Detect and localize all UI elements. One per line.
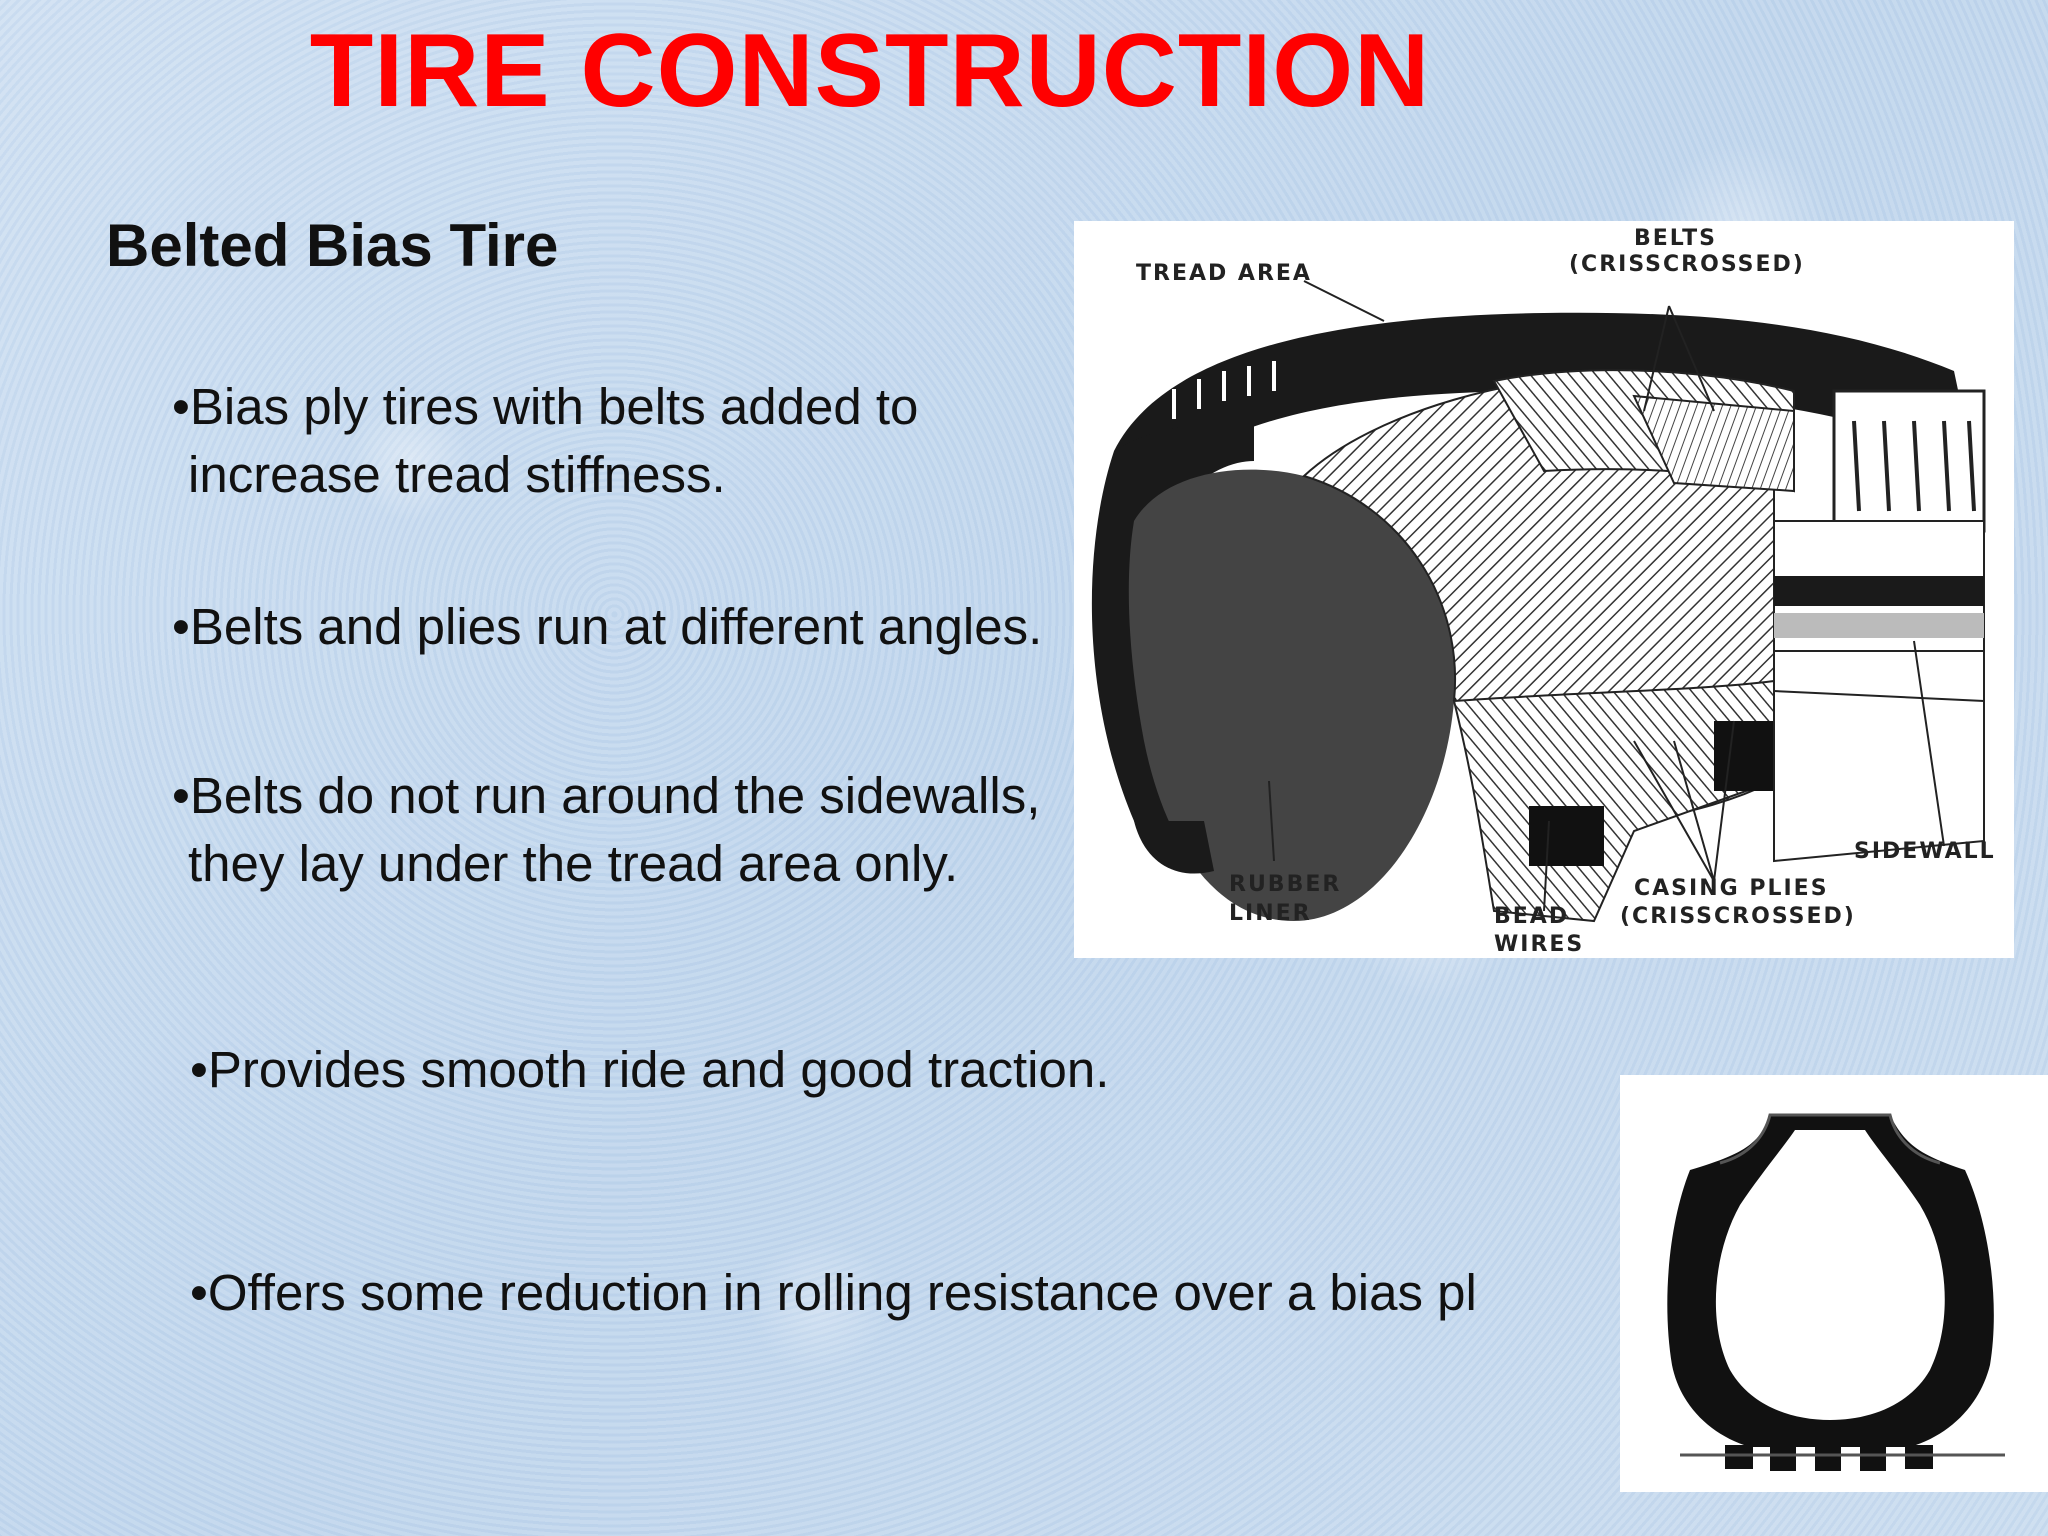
label-liner: LINER bbox=[1229, 901, 1312, 926]
label-wires: WIRES bbox=[1494, 932, 1584, 957]
label-tread-area: TREAD AREA bbox=[1136, 261, 1312, 286]
bullet-item: •Bias ply tires with belts added to incr… bbox=[172, 373, 918, 509]
bullet-text: •Provides smooth ride and good traction. bbox=[190, 1041, 1110, 1098]
label-casing-crisscrossed: (CRISSCROSSED) bbox=[1620, 904, 1856, 929]
label-belts-crisscrossed: (CRISSCROSSED) bbox=[1569, 252, 1805, 277]
slide-title: TIRE CONSTRUCTION bbox=[309, 13, 1431, 129]
label-rubber: RUBBER bbox=[1229, 872, 1341, 897]
label-sidewall: SIDEWALL bbox=[1854, 839, 1996, 864]
bullet-text-continued: they lay under the tread area only. bbox=[188, 835, 959, 892]
bullet-item: •Provides smooth ride and good traction. bbox=[190, 1036, 1109, 1104]
slide-subtitle: Belted Bias Tire bbox=[106, 212, 559, 279]
bullet-text: •Offers some reduction in rolling resist… bbox=[190, 1264, 1477, 1321]
bullet-text: •Belts do not run around the sidewalls, bbox=[172, 767, 1041, 824]
bullet-item: •Belts and plies run at different angles… bbox=[172, 593, 1042, 661]
tire-cross-section-image bbox=[1620, 1075, 2048, 1492]
bullet-text: •Belts and plies run at different angles… bbox=[172, 598, 1043, 655]
tire-cutaway-diagram: TREAD AREA BELTS (CRISSCROSSED) RUBBER L… bbox=[1074, 221, 2014, 958]
label-casing-plies: CASING PLIES bbox=[1634, 876, 1829, 901]
label-bead: BEAD bbox=[1494, 904, 1569, 929]
label-belts: BELTS bbox=[1634, 226, 1717, 251]
bullet-text-continued: increase tread stiffness. bbox=[188, 446, 726, 503]
bullet-text: •Bias ply tires with belts added to bbox=[172, 378, 919, 435]
bullet-item: •Belts do not run around the sidewalls, … bbox=[172, 762, 1040, 898]
bullet-item: •Offers some reduction in rolling resist… bbox=[190, 1259, 1477, 1327]
